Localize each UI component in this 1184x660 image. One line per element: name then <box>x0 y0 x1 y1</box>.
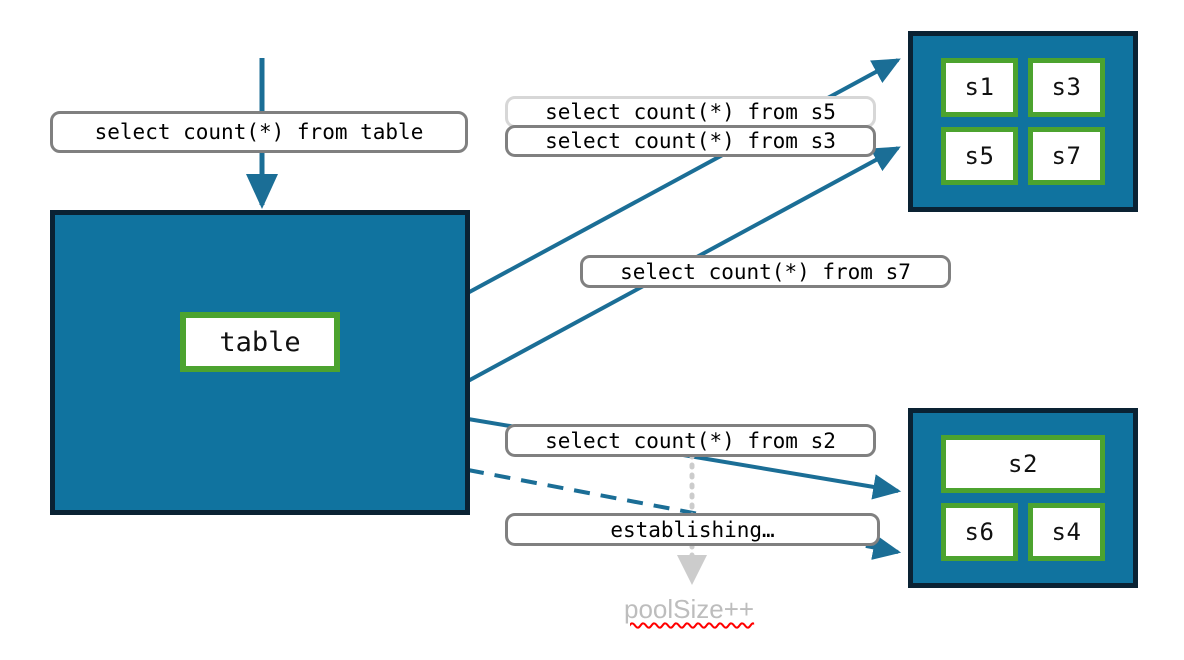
query-label-establishing[interactable]: establishing… <box>505 513 880 546</box>
server-node-s5[interactable]: s5 <box>941 126 1018 185</box>
query-label-client[interactable]: select count(*) from table <box>50 111 468 153</box>
query-label-s2[interactable]: select count(*) from s2 <box>505 424 876 457</box>
server-node-s2[interactable]: s2 <box>941 435 1105 493</box>
database-table-node[interactable]: table <box>180 312 340 372</box>
server-node-s6[interactable]: s6 <box>941 503 1018 561</box>
server-node-s4[interactable]: s4 <box>1028 503 1105 561</box>
query-label-s7[interactable]: select count(*) from s7 <box>580 255 951 288</box>
poolsize-annotation: poolSize++ <box>624 594 755 624</box>
server-node-s7[interactable]: s7 <box>1028 126 1105 185</box>
query-label-s3[interactable]: select count(*) from s3 <box>505 125 876 157</box>
server-pool-top: s1 s3 s5 s7 <box>908 31 1138 212</box>
server-node-s3[interactable]: s3 <box>1028 58 1105 117</box>
server-pool-bottom: s2 s6 s4 <box>908 408 1138 588</box>
server-node-s1[interactable]: s1 <box>941 58 1018 117</box>
query-label-s5[interactable]: select count(*) from s5 <box>505 96 876 128</box>
